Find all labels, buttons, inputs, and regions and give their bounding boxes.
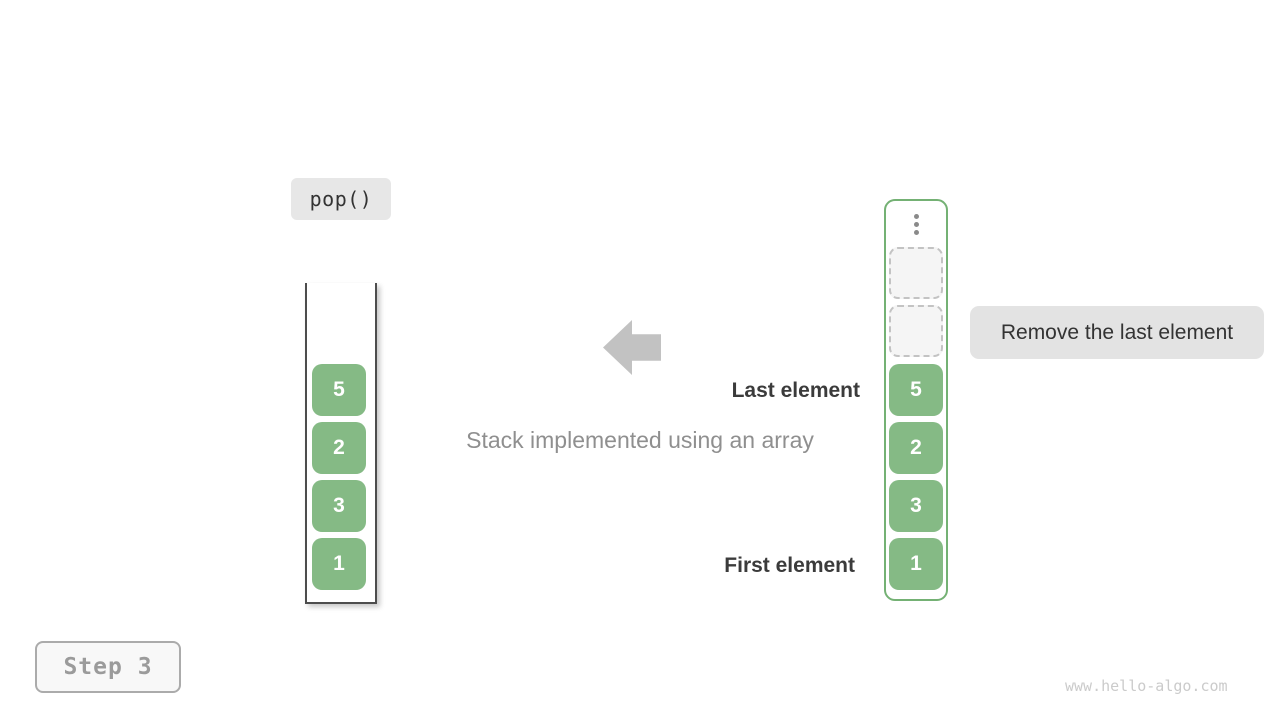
- array-cell: 1: [889, 538, 943, 590]
- stack-container: 5 2 3 1: [305, 283, 377, 604]
- empty-array-slot: [889, 247, 943, 299]
- array-cell: 3: [889, 480, 943, 532]
- site-watermark: www.hello-algo.com: [1065, 677, 1228, 695]
- vertical-ellipsis-icon: [886, 212, 946, 236]
- first-element-label: First element: [724, 554, 855, 577]
- diagram-caption: Stack implemented using an array: [466, 427, 814, 453]
- stack-cell: 5: [312, 364, 366, 416]
- array-cell: 2: [889, 422, 943, 474]
- array-container: 5 2 3 1: [884, 199, 948, 601]
- stack-cell: 2: [312, 422, 366, 474]
- stack-cell: 3: [312, 480, 366, 532]
- last-element-label: Last element: [731, 379, 860, 402]
- stack-cell: 1: [312, 538, 366, 590]
- left-arrow-icon: [603, 320, 661, 375]
- array-cell: 5: [889, 364, 943, 416]
- annotation-badge: Remove the last element: [970, 306, 1264, 359]
- empty-array-slot: [889, 305, 943, 357]
- pop-operation-badge: pop(): [291, 178, 391, 220]
- step-indicator: Step 3: [35, 641, 181, 693]
